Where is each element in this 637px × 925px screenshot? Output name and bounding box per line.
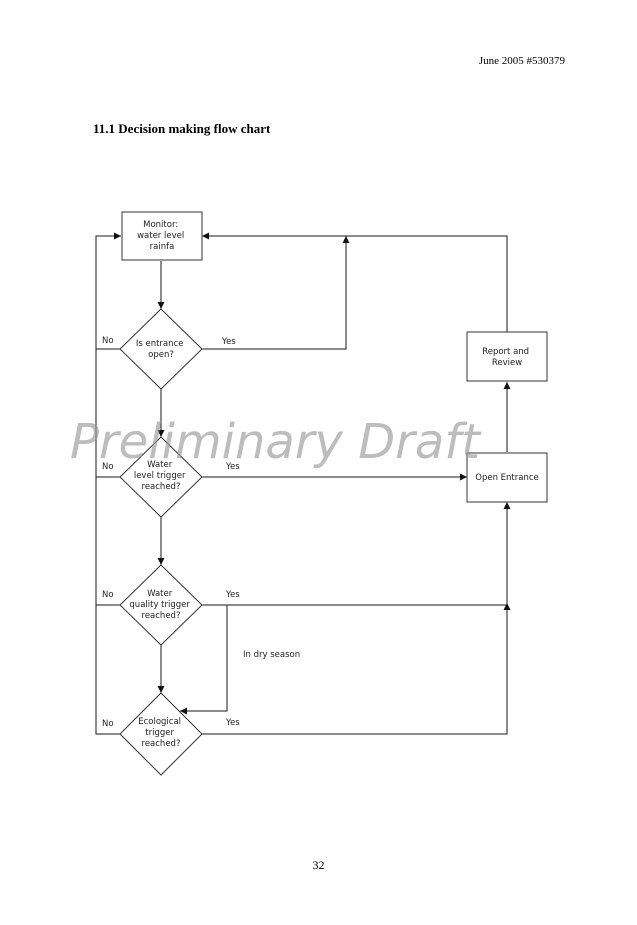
water-level-label: Water level trigger reached? [134, 460, 188, 492]
yes-label-quality: Yes [225, 590, 240, 600]
report-review-box [466, 331, 548, 382]
yes-label-level: Yes [225, 462, 240, 472]
edge-no-loop-to-monitor [95, 232, 121, 735]
page-number: 32 [312, 858, 325, 872]
edge-report-to-monitor [202, 232, 508, 332]
no-label-ecological: No [102, 719, 114, 729]
entrance-open-label: Is entrance open? [136, 339, 186, 360]
edge-entrance-yes-to-monitor [202, 236, 350, 350]
water-level-diamond [119, 436, 203, 518]
dry-season-label: In dry season [243, 650, 300, 660]
ecological-label: Ecological trigger reached? [138, 717, 184, 749]
water-quality-diamond [119, 564, 203, 646]
entrance-open-diamond [119, 308, 203, 390]
ecological-diamond [119, 692, 203, 776]
no-label-level: No [102, 462, 114, 472]
yes-label-ecological: Yes [225, 718, 240, 728]
water-quality-label: Water quality trigger reached? [129, 589, 192, 621]
section-title: 11.1 Decision making flow chart [93, 121, 271, 136]
edge-ecological-yes-to-open [202, 502, 511, 735]
monitor-label: Monitor: water level rainfa [137, 220, 187, 252]
monitor-box [121, 211, 203, 261]
report-review-label: Report and Review [482, 347, 532, 368]
yes-label-entrance: Yes [221, 337, 236, 347]
no-label-entrance: No [102, 336, 114, 346]
open-entrance-label: Open Entrance [475, 473, 539, 483]
edge-dry-season-to-ecological [180, 605, 228, 715]
open-entrance-box [466, 452, 548, 503]
no-label-quality: No [102, 590, 114, 600]
document-reference: June 2005 #530379 [478, 55, 565, 67]
edge-quality-yes-to-open [202, 603, 511, 610]
preliminary-draft-watermark: Preliminary Draft [70, 414, 482, 470]
